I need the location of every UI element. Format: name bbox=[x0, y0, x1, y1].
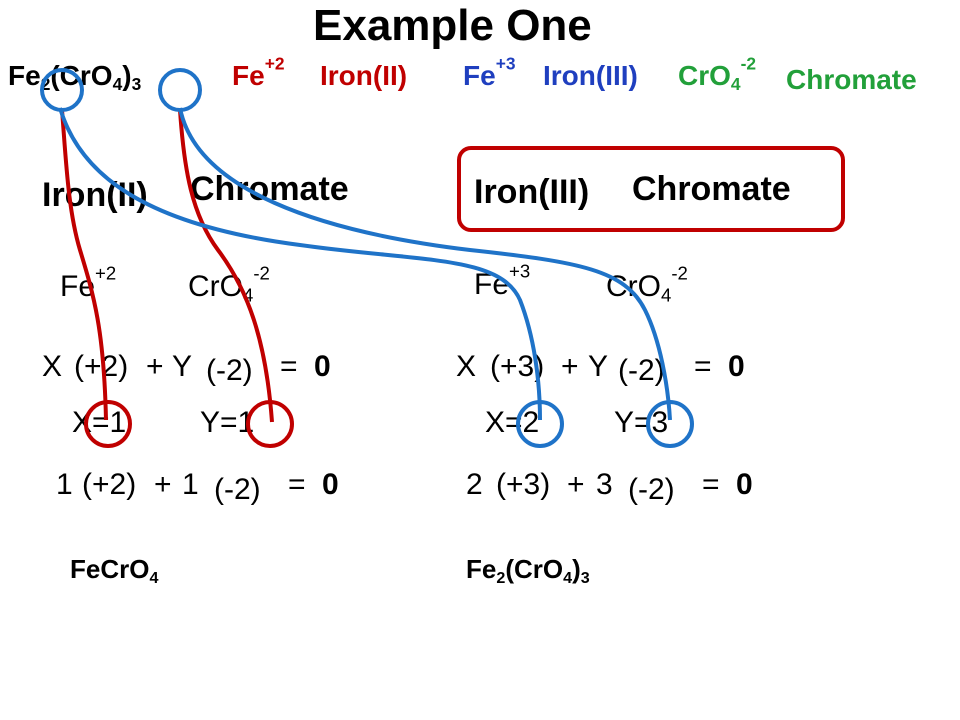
ion-charge: +2 bbox=[95, 262, 117, 284]
ion-symbol: Fe bbox=[463, 60, 496, 91]
left-eq2-zero: 0 bbox=[322, 468, 339, 501]
right-eq1-yval: (-2) bbox=[618, 354, 665, 387]
left-anion: CrO4-2 bbox=[188, 263, 270, 304]
left-cation: Fe+2 bbox=[60, 263, 116, 303]
right-solution-x: X=2 bbox=[485, 406, 540, 439]
right-cation: Fe+3 bbox=[474, 261, 530, 301]
formula-part: FeCrO bbox=[70, 554, 150, 584]
ion-symbol: Fe bbox=[232, 60, 265, 91]
right-result-formula: Fe2(CrO4)3 bbox=[466, 554, 590, 586]
ion-charge: +3 bbox=[509, 260, 531, 282]
ion-symbol: Fe bbox=[60, 270, 96, 303]
formula-part: (CrO bbox=[50, 60, 113, 91]
ion-subscript: 4 bbox=[243, 284, 254, 306]
ion-symbol: CrO bbox=[188, 270, 243, 303]
left-name-part1: Iron(II) bbox=[42, 176, 148, 214]
formula-subscript: 3 bbox=[580, 568, 590, 587]
left-eq2-y: 1 bbox=[182, 468, 199, 501]
formula-subscript: 4 bbox=[112, 74, 123, 95]
left-eq2-x: 1 bbox=[56, 468, 73, 501]
page-title: Example One bbox=[313, 1, 592, 50]
formula-subscript: 3 bbox=[131, 74, 142, 95]
header-formula: Fe2(CrO4)3 bbox=[8, 60, 141, 93]
left-eq1-xval: (+2) bbox=[74, 350, 129, 383]
right-eq1-y: Y bbox=[588, 350, 609, 383]
right-solution-y: Y=3 bbox=[614, 406, 669, 439]
right-eq2-zero: 0 bbox=[736, 468, 753, 501]
ion-charge: -2 bbox=[253, 262, 270, 284]
formula-part: Fe bbox=[8, 60, 41, 91]
chromate-ion-label: CrO4-2 bbox=[678, 55, 756, 93]
formula-subscript: 4 bbox=[149, 568, 159, 587]
fe3-ion-label: Fe+3 bbox=[463, 55, 515, 91]
left-eq2-xval: (+2) bbox=[82, 468, 137, 501]
formula-part: ) bbox=[572, 554, 581, 584]
left-eq2-plus: + bbox=[154, 468, 172, 501]
right-eq2-xval: (+3) bbox=[496, 468, 551, 501]
ion-charge: +2 bbox=[264, 53, 285, 74]
formula-part: (CrO bbox=[505, 554, 564, 584]
right-eq1-xval: (+3) bbox=[490, 350, 545, 383]
right-anion: CrO4-2 bbox=[606, 263, 688, 304]
right-eq2-plus: + bbox=[567, 468, 585, 501]
formula-subscript: 2 bbox=[40, 74, 51, 95]
ion-symbol: Fe bbox=[474, 268, 510, 301]
right-eq2-y: 3 bbox=[596, 468, 613, 501]
left-result-formula: FeCrO4 bbox=[70, 554, 158, 586]
fe3-name-label: Iron(III) bbox=[543, 60, 638, 91]
ion-charge: +3 bbox=[495, 53, 516, 74]
ion-charge: -2 bbox=[671, 262, 688, 284]
formula-part: ) bbox=[122, 60, 132, 91]
formula-part: Fe bbox=[466, 554, 497, 584]
left-eq1-equals: = bbox=[280, 350, 298, 383]
fe2-ion-label: Fe+2 bbox=[232, 55, 284, 91]
left-eq1-y: Y bbox=[172, 350, 193, 383]
right-eq2-yval: (-2) bbox=[628, 473, 675, 506]
left-solution-x: X=1 bbox=[72, 406, 127, 439]
left-eq2-equals: = bbox=[288, 468, 306, 501]
right-eq2-equals: = bbox=[702, 468, 720, 501]
right-eq1-equals: = bbox=[694, 350, 712, 383]
left-eq1-zero: 0 bbox=[314, 350, 331, 383]
right-eq2-x: 2 bbox=[466, 468, 483, 501]
formula-subscript: 2 bbox=[496, 568, 506, 587]
cro4-subscript-circle bbox=[158, 68, 202, 112]
left-solution-y: Y=1 bbox=[200, 406, 255, 439]
chromate-name-label: Chromate bbox=[786, 64, 917, 95]
ion-symbol: CrO bbox=[606, 270, 661, 303]
formula-subscript: 4 bbox=[563, 568, 573, 587]
left-eq1-plus: + bbox=[146, 350, 164, 383]
right-eq1-plus: + bbox=[561, 350, 579, 383]
ion-symbol: CrO bbox=[678, 60, 731, 91]
ion-subscript: 4 bbox=[661, 284, 672, 306]
left-eq2-yval: (-2) bbox=[214, 473, 261, 506]
fe2-name-label: Iron(II) bbox=[320, 60, 408, 91]
left-y-circle bbox=[246, 400, 294, 448]
right-eq1-zero: 0 bbox=[728, 350, 745, 383]
ion-charge: -2 bbox=[740, 53, 756, 74]
left-eq1-x: X bbox=[42, 350, 63, 383]
right-eq1-x: X bbox=[456, 350, 477, 383]
left-eq1-yval: (-2) bbox=[206, 354, 253, 387]
right-name-part2: Chromate bbox=[632, 170, 791, 208]
right-name-part1: Iron(III) bbox=[474, 173, 590, 211]
left-name-part2: Chromate bbox=[190, 170, 349, 208]
ion-subscript: 4 bbox=[730, 74, 741, 95]
